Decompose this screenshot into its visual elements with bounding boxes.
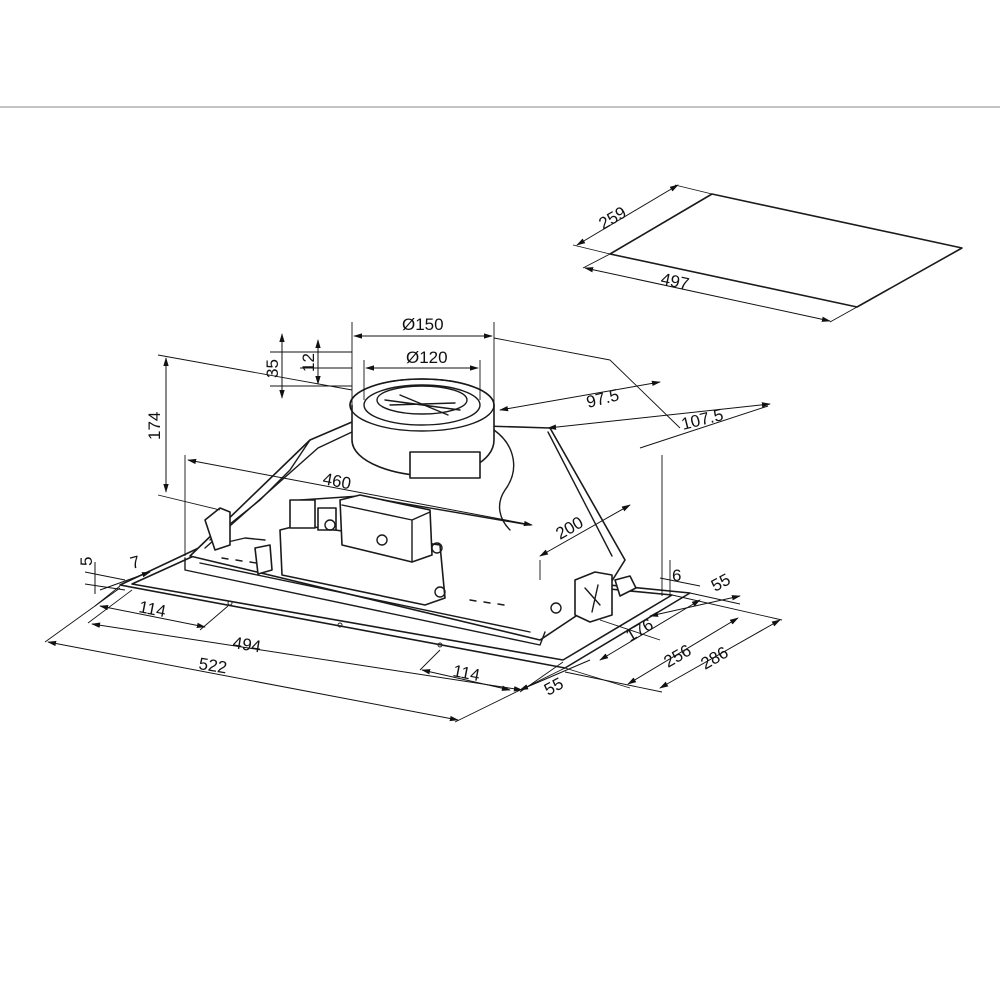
outlet-outer-label: Ø150: [402, 315, 444, 334]
cutout-depth-label: 259: [596, 203, 630, 234]
bracket-right-label: 114: [451, 661, 481, 685]
depth-b-label: 256: [661, 641, 695, 672]
flange-label: 5: [77, 557, 96, 566]
body-width-label: 494: [231, 633, 262, 656]
cutout-template: 259 497: [572, 184, 963, 323]
height-label: 174: [145, 412, 164, 440]
outlet-inner-label: Ø120: [406, 348, 448, 367]
cutout-width-label: 497: [659, 269, 691, 293]
duct-side-label: 107.5: [679, 405, 725, 434]
flange-side-label: 7: [128, 552, 142, 573]
collar-height-label: 35: [263, 359, 282, 378]
side-top-label: 55: [708, 570, 734, 596]
bracket-left-label: 114: [137, 597, 167, 621]
depth-c-label: 286: [698, 643, 732, 674]
dimensions: Ø150 Ø120 35 12 174 97.5 107.5 460 200: [44, 315, 783, 723]
duct-front-label: 97.5: [584, 385, 621, 411]
total-width-label: 522: [197, 654, 228, 677]
collar-inner-label: 12: [299, 353, 318, 372]
rear-gap-label: 6: [672, 566, 681, 585]
